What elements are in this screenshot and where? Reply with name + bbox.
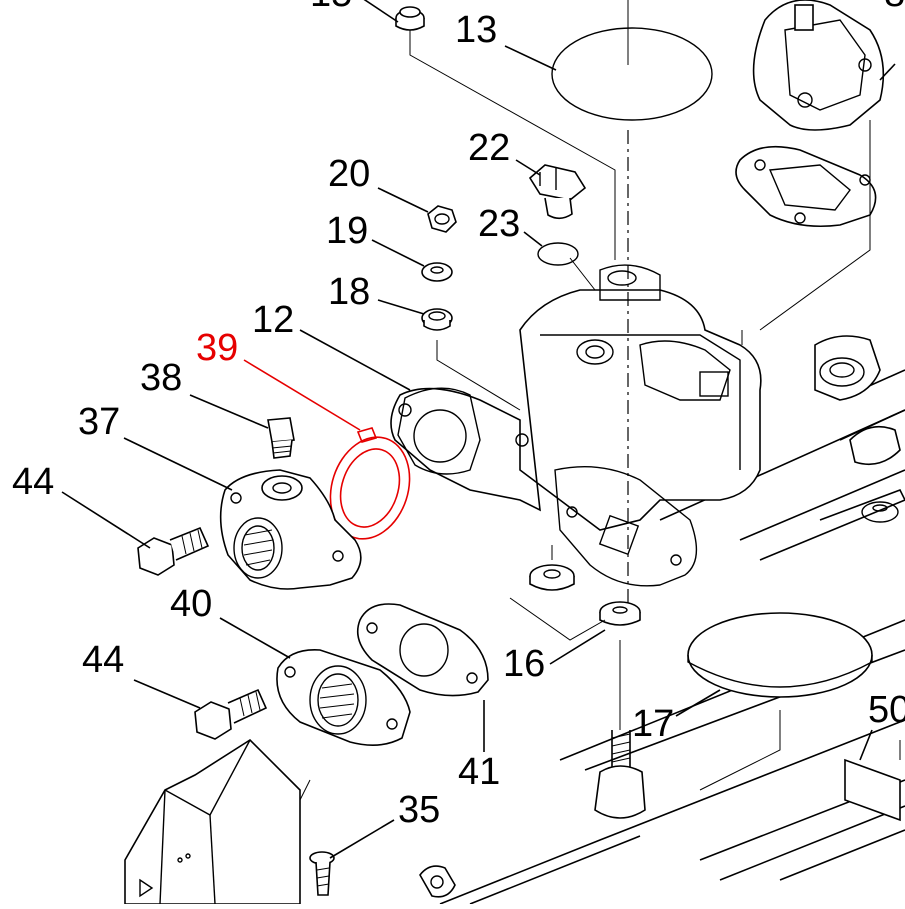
leader-16 <box>549 629 606 665</box>
leader-17 <box>675 689 721 717</box>
leader-44a <box>61 491 151 549</box>
callout-18: 18 <box>328 271 370 313</box>
part-41-gasket <box>356 603 489 697</box>
part-44-bolt-upper <box>137 526 210 576</box>
part-20-nut <box>427 205 457 233</box>
leader-13 <box>504 45 557 71</box>
part-44-bolt-lower <box>194 688 268 740</box>
part-15-plug <box>395 6 616 260</box>
part-13-o-ring <box>551 0 713 121</box>
leader-15 <box>363 0 399 23</box>
callout-16: 16 <box>503 643 545 685</box>
callout-20: 20 <box>328 153 370 195</box>
leader-23 <box>523 231 543 247</box>
callout-13: 13 <box>455 9 497 51</box>
lower-left-block <box>124 738 311 905</box>
part-22-drain-plug <box>528 164 587 220</box>
part-37-water-outlet <box>219 469 362 590</box>
callout-23: 23 <box>478 203 520 245</box>
housing-right-features <box>741 120 901 523</box>
callout-40: 40 <box>170 583 212 625</box>
clip <box>419 865 456 898</box>
leader-lines <box>61 0 896 859</box>
leader-8 <box>879 63 896 81</box>
part-16-washers <box>509 545 641 641</box>
stud-with-boot <box>594 640 781 819</box>
callout-50: 50 <box>868 689 905 731</box>
callout-41: 41 <box>458 751 500 793</box>
callout-19: 19 <box>326 210 368 252</box>
leader-37 <box>123 437 233 491</box>
callout-37: 37 <box>78 401 120 443</box>
part-39-gasket <box>329 427 411 540</box>
callout-22: 22 <box>468 127 510 169</box>
part-38-plug <box>267 417 295 459</box>
part-18-plug <box>421 308 521 411</box>
callout-labels: 15 13 8 22 23 20 19 18 12 39 38 37 44 40… <box>12 0 905 831</box>
callout-8: 8 <box>884 0 905 15</box>
leader-38 <box>189 394 269 429</box>
part-35-screw <box>309 851 335 896</box>
leader-22 <box>515 159 541 176</box>
leader-39 <box>243 359 361 431</box>
callout-17: 17 <box>632 703 674 745</box>
gasket-thermostat <box>735 145 877 228</box>
callout-44-lower: 44 <box>82 639 124 681</box>
leader-50 <box>859 729 873 761</box>
part-17-cover-disc <box>687 612 873 698</box>
leader-20 <box>377 187 429 213</box>
callout-39: 39 <box>196 327 238 369</box>
leader-18 <box>377 299 425 315</box>
part-19-washer <box>421 262 453 282</box>
part-12-housing <box>390 130 762 620</box>
leader-35 <box>329 819 395 859</box>
part-8-thermostat-cover <box>752 0 885 131</box>
part-40-flange <box>276 649 411 746</box>
callout-15: 15 <box>310 0 352 15</box>
leader-40 <box>219 617 291 659</box>
leader-12 <box>299 329 411 391</box>
leader-19 <box>371 239 425 267</box>
callout-38: 38 <box>140 357 182 399</box>
leader-44b <box>133 679 201 709</box>
callout-35: 35 <box>398 789 440 831</box>
callout-44-upper: 44 <box>12 461 54 503</box>
callout-12: 12 <box>252 299 294 341</box>
part-50-label <box>844 740 901 822</box>
